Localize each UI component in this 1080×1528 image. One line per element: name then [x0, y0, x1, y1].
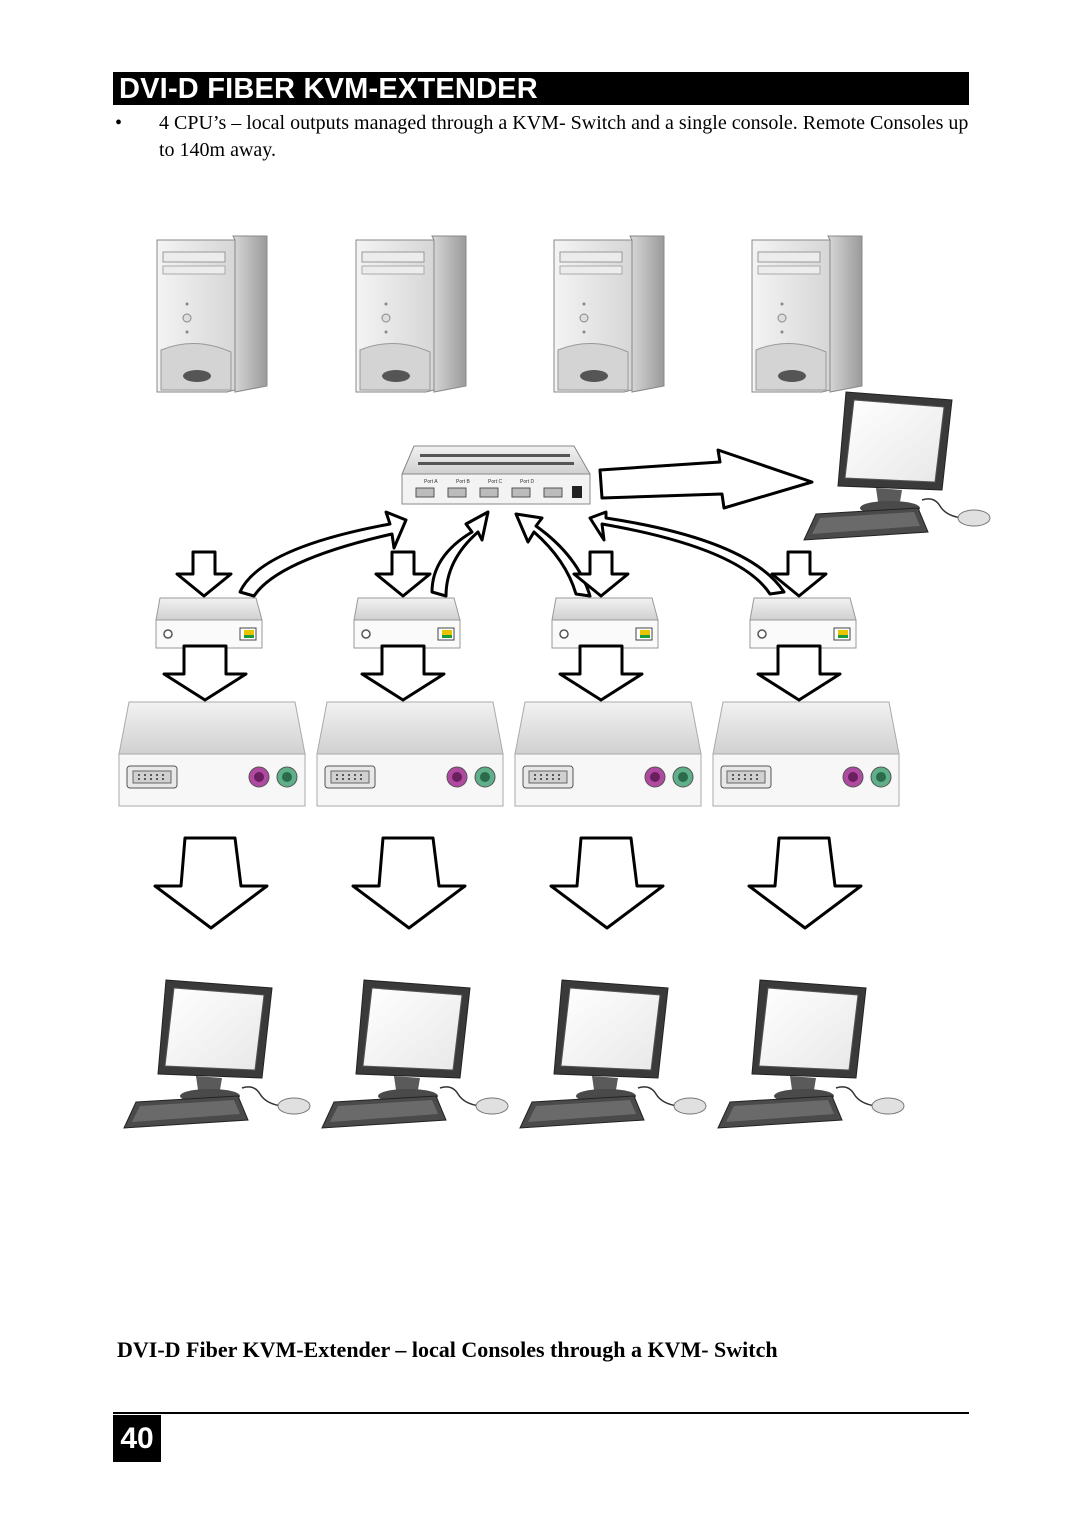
bullet-text: 4 CPU’s – local outputs managed through … — [159, 112, 969, 161]
receiver-3 — [514, 701, 702, 807]
cpu-tower-4 — [751, 235, 863, 393]
figure-caption: DVI-D Fiber KVM-Extender – local Console… — [117, 1337, 778, 1362]
transmitter-1 — [155, 597, 263, 649]
bullet-marker: • — [115, 112, 123, 134]
kvm-switch: Port A Port B Port C Port D — [401, 445, 591, 505]
section-header-bar: DVI-D FIBER KVM-EXTENDER — [113, 72, 969, 105]
remote-console-3 — [519, 979, 707, 1129]
switch-port-label-a: Port A — [424, 479, 438, 485]
local-console — [803, 391, 991, 541]
arrow-rx3-down — [549, 836, 665, 930]
arrow-cpu1-down — [175, 550, 233, 598]
arrow-cpu2-down — [374, 550, 432, 598]
receiver-4 — [712, 701, 900, 807]
section-title: DVI-D FIBER KVM-EXTENDER — [119, 73, 538, 105]
transmitter-2 — [353, 597, 461, 649]
transmitter-3 — [551, 597, 659, 649]
cpu-tower-3 — [553, 235, 665, 393]
arrow-tx2-to-switch — [430, 510, 490, 598]
arrow-tx1-to-switch — [238, 510, 408, 598]
remote-console-1 — [123, 979, 311, 1129]
arrow-rx2-down — [351, 836, 467, 930]
cpu-tower-2 — [355, 235, 467, 393]
arrow-tx4-down — [756, 644, 842, 702]
arrow-tx2-down — [360, 644, 446, 702]
arrow-tx1-down — [162, 644, 248, 702]
remote-console-4 — [717, 979, 905, 1129]
switch-port-label-d: Port D — [520, 479, 535, 485]
footer-rule — [113, 1412, 969, 1414]
remote-console-2 — [321, 979, 509, 1129]
switch-port-label-b: Port B — [456, 479, 471, 485]
arrow-tx3-to-switch — [514, 512, 592, 598]
page-number: 40 — [113, 1415, 161, 1462]
arrow-rx1-down — [153, 836, 269, 930]
arrow-switch-to-console — [598, 448, 814, 510]
receiver-2 — [316, 701, 504, 807]
transmitter-4 — [749, 597, 857, 649]
switch-port-label-c: Port C — [488, 479, 503, 485]
receiver-1 — [118, 701, 306, 807]
arrow-tx4-to-switch — [588, 510, 786, 596]
arrow-tx3-down — [558, 644, 644, 702]
cpu-tower-1 — [156, 235, 268, 393]
arrow-rx4-down — [747, 836, 863, 930]
